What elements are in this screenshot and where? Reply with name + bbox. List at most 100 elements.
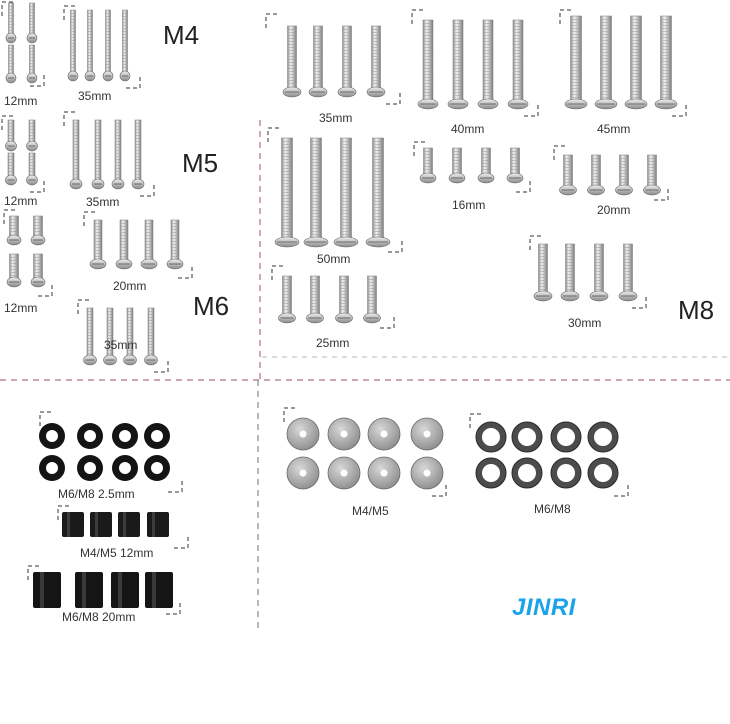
screw (419, 147, 437, 184)
ring-washer-large (587, 421, 619, 453)
m8-length-16: 16mm (452, 198, 486, 212)
bracket-mark (3, 209, 53, 297)
long-spacer (111, 572, 139, 608)
screw (417, 19, 439, 110)
brand-logo: JINRI (512, 594, 576, 621)
washer-spacer-group (33, 417, 619, 608)
flat-washers-large-label: M6/M8 (534, 502, 571, 516)
m4-long-length: 35mm (78, 89, 112, 103)
flat-washers-small-label: M4/M5 (352, 504, 389, 518)
screw (589, 243, 609, 302)
screw (5, 119, 17, 152)
short-spacers-label: M4/M5 12mm (80, 546, 154, 560)
screw (84, 9, 96, 82)
bracket-mark (265, 13, 401, 105)
screw (91, 119, 105, 190)
screw (83, 307, 97, 366)
screw (303, 137, 329, 248)
ring-washer-large (550, 421, 582, 453)
screw (119, 9, 131, 82)
screw (166, 219, 184, 270)
screw (131, 119, 145, 190)
ring-washer (77, 455, 103, 481)
m6-long-length: 35mm (104, 338, 138, 352)
flat-washer (327, 417, 361, 451)
m8-length-20: 20mm (597, 203, 631, 217)
screw (115, 219, 133, 270)
m8-length-40: 40mm (451, 122, 485, 136)
screw (6, 215, 22, 246)
screw (477, 19, 499, 110)
m6-title: M6 (193, 291, 230, 321)
ring-washer (39, 455, 65, 481)
bracket-mark (39, 411, 183, 493)
ring-washer-large (475, 421, 507, 453)
screw (448, 147, 466, 184)
ring-washer (77, 423, 103, 449)
screw (363, 275, 381, 324)
long-spacer (145, 572, 173, 608)
short-spacer (147, 512, 169, 537)
screw (366, 25, 386, 98)
screw (26, 119, 38, 152)
screw (5, 2, 17, 44)
short-spacer (90, 512, 112, 537)
m4-small-length: 12mm (4, 94, 38, 108)
m8-length-25: 25mm (316, 336, 350, 350)
ring-washer-large (550, 457, 582, 489)
screw (144, 307, 158, 366)
screw (69, 119, 83, 190)
screw (654, 15, 678, 110)
long-spacer (75, 572, 103, 608)
ring-washer-large (511, 457, 543, 489)
ring-washer-large (587, 457, 619, 489)
ring-washer (112, 455, 138, 481)
bracket-mark (411, 9, 539, 117)
bracket-mark (283, 407, 447, 497)
section-dividers (0, 120, 730, 630)
screw (477, 147, 495, 184)
m8-length-35: 35mm (319, 111, 353, 125)
screw (274, 137, 300, 248)
flat-washer (410, 456, 444, 490)
ring-washer (144, 455, 170, 481)
bracket-mark (77, 299, 169, 373)
bracket-mark (63, 111, 155, 197)
m8-length-45: 45mm (597, 122, 631, 136)
ring-washer-large (475, 457, 507, 489)
m5-title: M5 (182, 148, 219, 178)
long-spacers-label: M6/M8 20mm (62, 610, 136, 624)
bracket-mark (27, 565, 181, 615)
bracket-mark (271, 265, 395, 329)
m8-length-50: 50mm (317, 252, 351, 266)
m8-length-30: 30mm (568, 316, 602, 330)
ring-washer (39, 423, 65, 449)
m5-long-length: 35mm (86, 195, 120, 209)
bracket-mark (469, 413, 629, 497)
bracket-mark (553, 145, 669, 201)
screw (308, 25, 328, 98)
flat-washer (367, 417, 401, 451)
flat-washer (367, 456, 401, 490)
ring-washer-large (511, 421, 543, 453)
screw (533, 243, 553, 302)
screw (123, 307, 137, 366)
screw (560, 243, 580, 302)
ring-washer (144, 423, 170, 449)
bracket-mark (1, 115, 45, 193)
spacer-washers-label: M6/M8 2.5mm (58, 487, 135, 501)
screw (140, 219, 158, 270)
screw (30, 215, 46, 246)
screw (643, 154, 661, 196)
m8-title: M8 (678, 295, 715, 325)
screw (67, 9, 79, 82)
bracket-mark (529, 235, 647, 309)
screw (594, 15, 618, 110)
m6-mid-length: 20mm (113, 279, 147, 293)
bracket-mark (413, 141, 531, 193)
screw (26, 44, 38, 84)
bracket-mark (57, 505, 189, 549)
screw (506, 147, 524, 184)
bracket-mark (83, 211, 193, 279)
